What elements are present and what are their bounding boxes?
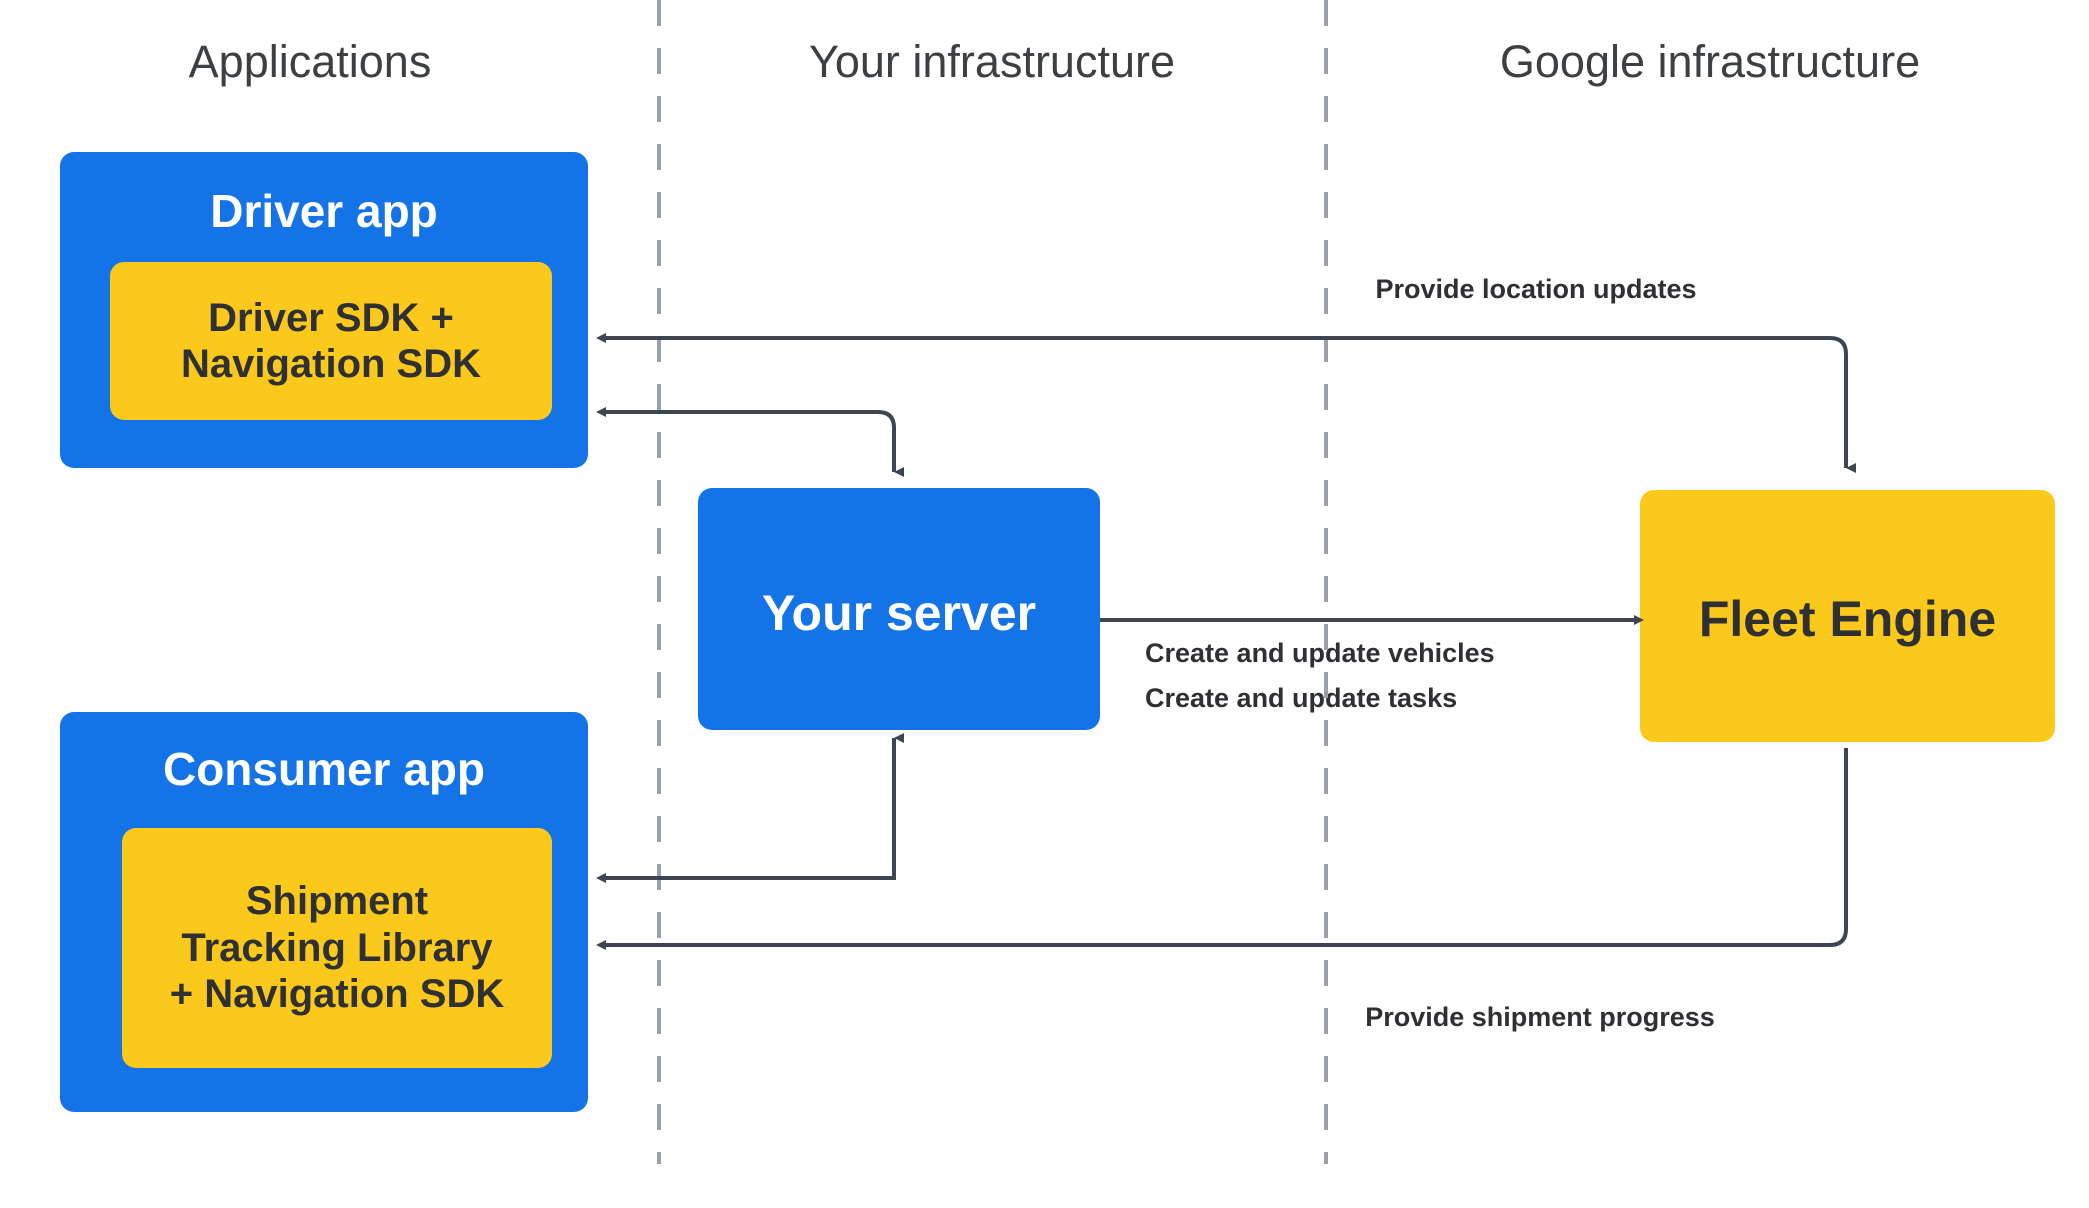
node-consumer-app[interactable]: Consumer app Shipment Tracking Library +… [60,712,588,1112]
node-your-server[interactable]: Your server [698,488,1100,730]
edge-label-provide-location-updates: Provide location updates [1375,274,1697,304]
driver-app-title: Driver app [210,185,438,237]
consumer-sdk-line-3: + Navigation SDK [169,972,505,1017]
edge-label-create-update-tasks: Create and update tasks [1145,683,1458,713]
consumer-sdk-line-1: Shipment [245,879,429,924]
node-driver-app[interactable]: Driver app Driver SDK + Navigation SDK [60,152,588,468]
wire-shipment-progress [596,748,1848,950]
consumer-app-title: Consumer app [162,743,486,795]
wire-server-to-driver-app [596,407,904,477]
edge-label-create-update-vehicles: Create and update vehicles [1145,638,1495,668]
driver-sdk-line-1: Driver SDK + [208,295,454,340]
column-heading-your-infrastructure: Your infrastructure [808,36,1176,87]
wire-server-to-consumer-app [596,733,904,883]
driver-sdk-line-2: Navigation SDK [180,342,482,386]
wire-location-updates [596,333,1856,473]
consumer-sdk-line-2: Tracking Library [181,925,493,970]
driver-sdk-box[interactable]: Driver SDK + Navigation SDK [110,262,552,420]
column-heading-google-infrastructure: Google infrastructure [1499,36,1921,87]
column-heading-applications: Applications [188,36,432,87]
node-fleet-engine[interactable]: Fleet Engine [1640,490,2055,742]
your-server-title: Your server [761,585,1037,641]
edge-label-provide-shipment-progress: Provide shipment progress [1365,1002,1715,1032]
shipment-tracking-sdk-box[interactable]: Shipment Tracking Library + Navigation S… [122,828,552,1068]
fleet-engine-title: Fleet Engine [1698,591,1997,647]
